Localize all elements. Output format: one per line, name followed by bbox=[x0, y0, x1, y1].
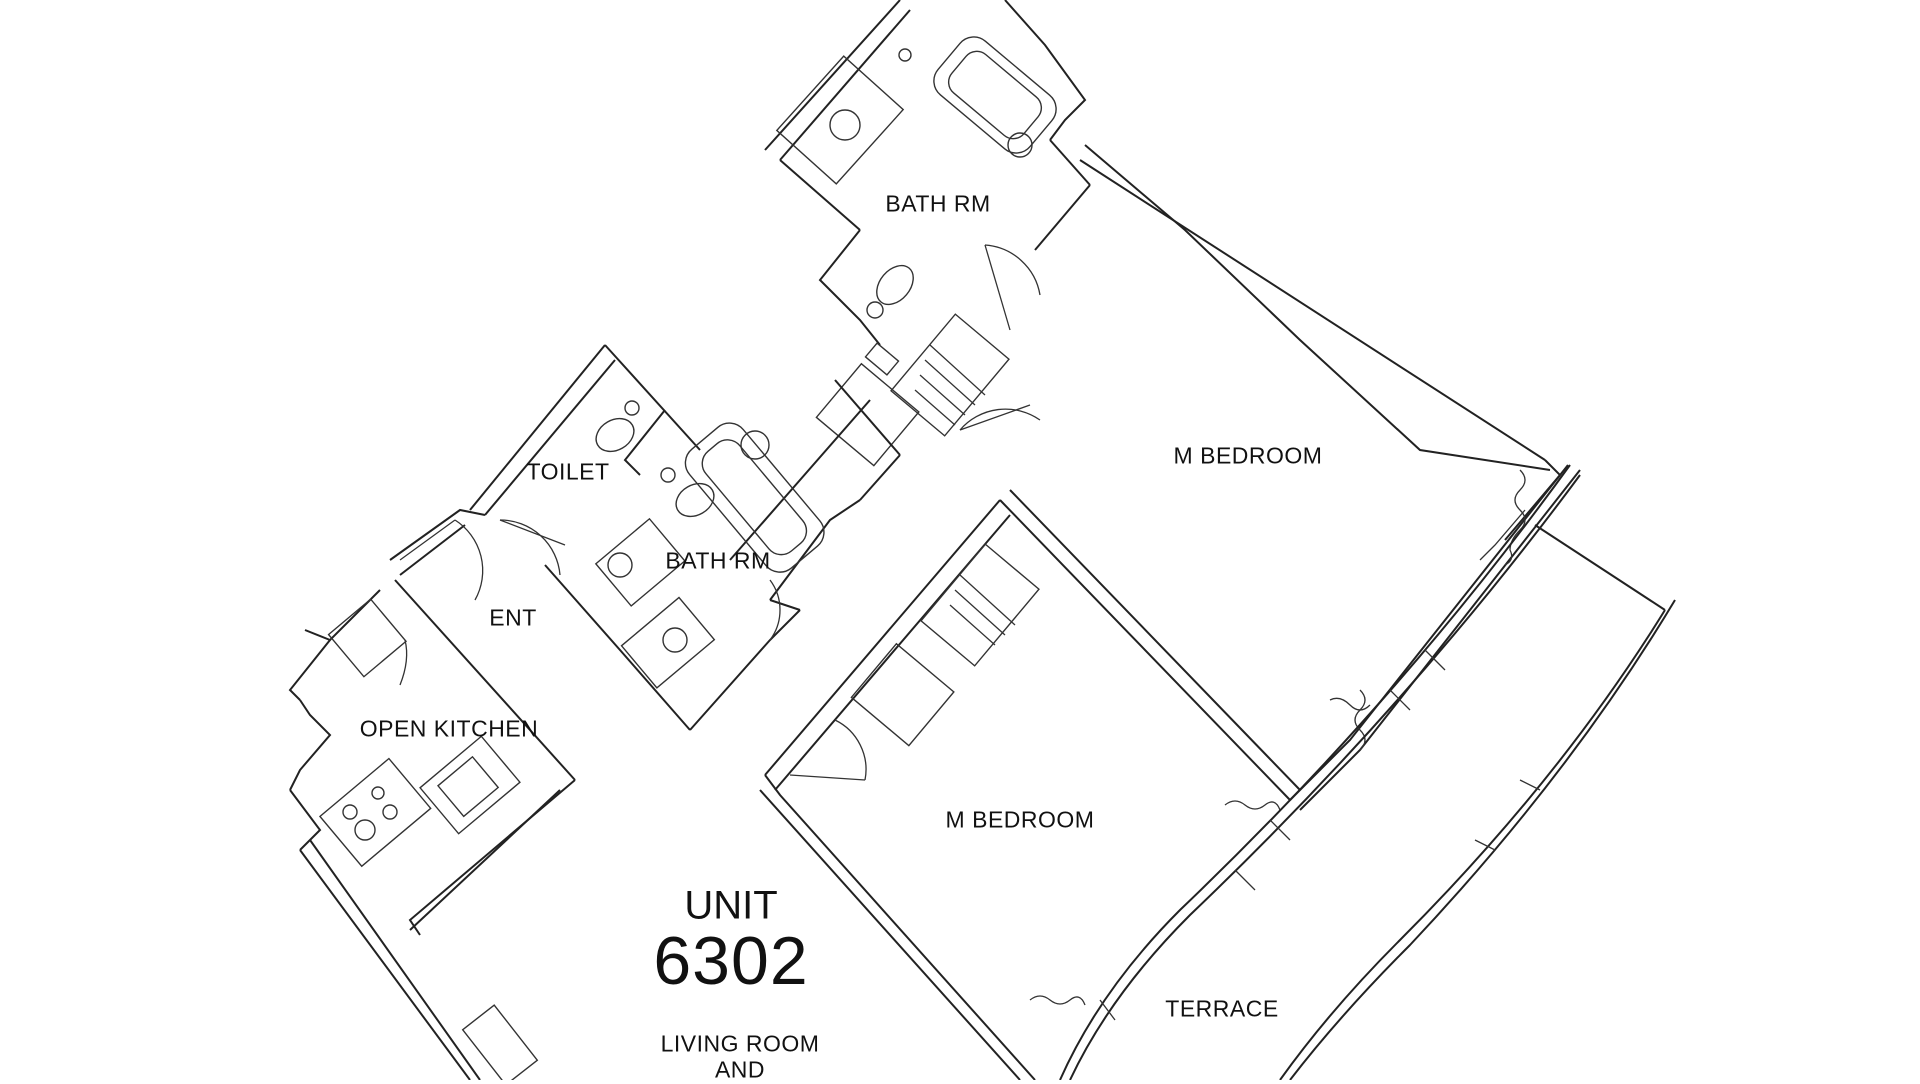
room-label-toilet: TOILET bbox=[526, 458, 610, 485]
room-label-terrace: TERRACE bbox=[1165, 995, 1279, 1022]
unit-label: UNIT bbox=[684, 883, 778, 928]
kitchen-walls bbox=[288, 508, 576, 1080]
top-bath-walls bbox=[764, 0, 1087, 376]
room-label-living-room-and: AND bbox=[714, 1056, 766, 1083]
room-label-m-bedroom-mid: M BEDROOM bbox=[945, 806, 1095, 833]
room-label-m-bedroom-top: M BEDROOM bbox=[1173, 442, 1323, 469]
wardrobe-top bbox=[815, 244, 1041, 467]
m-bedroom-mid-walls bbox=[759, 499, 1281, 1080]
toilet-bath-walls bbox=[469, 344, 901, 731]
room-label-open-kitchen: OPEN KITCHEN bbox=[359, 715, 539, 742]
room-label-ent: ENT bbox=[489, 604, 537, 631]
room-label-bath-rm-top: BATH RM bbox=[885, 190, 991, 217]
room-label-bath-rm-mid: BATH RM bbox=[665, 547, 771, 574]
m-bedroom-top-walls bbox=[999, 139, 1581, 811]
room-label-living-room: LIVING ROOM bbox=[660, 1030, 820, 1057]
terrace-walls bbox=[1059, 464, 1676, 1080]
unit-number: 6302 bbox=[653, 923, 809, 999]
